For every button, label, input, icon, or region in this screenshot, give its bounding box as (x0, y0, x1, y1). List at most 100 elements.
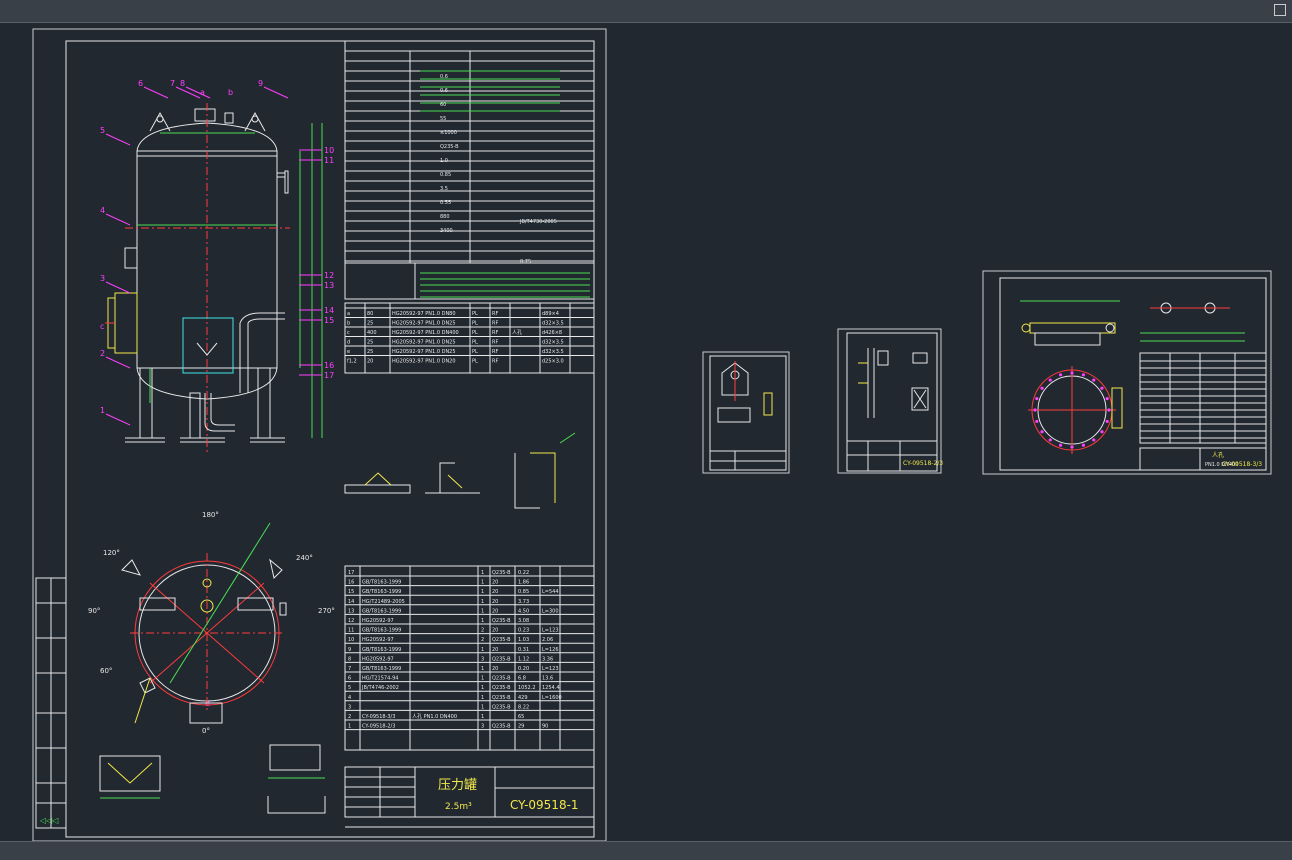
parts-cell: 1 (481, 647, 484, 653)
parts-cell: 20 (492, 589, 498, 595)
nozzle-cell: PL (472, 311, 478, 317)
nozzle-cell: RF (492, 311, 498, 317)
detail-3-title: 人孔 (1212, 451, 1224, 459)
design-value-pressure_2: 0.6 (440, 88, 448, 94)
parts-cell: 20 (492, 599, 498, 605)
design-value-area: 3.5 (440, 186, 448, 192)
nozzle-cell: RF (492, 349, 498, 355)
parts-cell: 3.73 (518, 599, 529, 605)
detail-sheet-2[interactable]: CY-09518-2/3 (837, 328, 943, 474)
parts-cell: 1 (481, 676, 484, 682)
nozzle-cell: c (347, 330, 350, 336)
nozzle-cell: HG20592-97 PN1.0 DN25 (392, 340, 456, 346)
parts-cell: 2.06 (542, 637, 553, 643)
detail-sheet-3[interactable]: 人孔 PN1.0 DN400 CY-09518-3/3 (982, 270, 1272, 475)
parts-cell: L=123 (542, 666, 559, 672)
parts-cell: GB/T8163-1999 (362, 666, 401, 672)
parts-cell: Q235-B (492, 695, 511, 701)
parts-cell: 2 (481, 637, 484, 643)
parts-cell: L=300 (542, 608, 559, 614)
design-value-weld_coeff: 0.85 (440, 172, 451, 178)
nozzle-cell: 400 (367, 330, 377, 336)
design-value-weight_1: 880 (440, 214, 450, 220)
weld-details (344, 432, 576, 509)
parts-cell: 1 (481, 618, 484, 624)
parts-cell: 15 (348, 589, 354, 595)
callout-1: 1 (100, 406, 105, 415)
design-value-standard_ref: JB/T4730-2005 (519, 219, 557, 225)
callout-14: 14 (324, 306, 334, 315)
drawing-number: CY-09518-1 (510, 798, 579, 812)
nozzle-cell: 80 (367, 311, 373, 317)
design-value-volume: ≤1000 (440, 130, 457, 136)
nozzle-cell: d426×8 (542, 330, 562, 336)
parts-cell: L=123 (542, 628, 559, 634)
angle-label: 0° (202, 727, 210, 735)
bottom-status-bar (0, 841, 1292, 860)
nozzle-cell: HG20592-97 PN1.0 DN20 (392, 359, 456, 365)
parts-cell: 20 (492, 647, 498, 653)
parts-cell: 6.8 (518, 676, 526, 682)
parts-cell: JB/T4746-2002 (361, 685, 399, 691)
parts-cell: 2 (481, 628, 484, 634)
parts-cell: HG20592-97 (362, 637, 394, 643)
callout-4: 4 (100, 206, 105, 215)
parts-cell: 1 (481, 589, 484, 595)
nozzle-cell: e (347, 349, 350, 355)
spec-tables: 0.60.66055≤1000Q235-B1.00.853.50.5588034… (344, 40, 595, 300)
parts-cell: 1 (348, 724, 351, 730)
nozzle-cell: RF (492, 330, 498, 336)
angle-label: 180° (202, 511, 219, 519)
parts-cell: 1 (481, 666, 484, 672)
nozzle-letter-a: a (200, 88, 205, 97)
triangle-marks: ◁◁◁ (39, 816, 58, 825)
callout-15: 15 (324, 316, 334, 325)
callout-5: 5 (100, 126, 105, 135)
drawing-title: 压力罐 (438, 778, 477, 793)
nozzle-cell: 25 (367, 321, 373, 327)
parts-cell: 90 (542, 724, 548, 730)
parts-cell: 13.6 (542, 676, 553, 682)
main-sheet: ◁◁◁ (32, 28, 607, 842)
parts-cell: 9 (348, 647, 351, 653)
cad-canvas[interactable]: ◁◁◁ (0, 23, 1292, 842)
nozzle-cell: 人孔 (512, 329, 522, 336)
parts-cell: 429 (518, 695, 528, 701)
detail-sheet-1[interactable] (702, 351, 790, 474)
maximize-icon[interactable] (1274, 4, 1286, 16)
parts-cell: 17 (348, 570, 354, 576)
callout-9: 9 (258, 79, 263, 88)
callout-2: 2 (100, 349, 105, 358)
callout-16: 16 (324, 361, 334, 370)
nozzle-cell: 20 (367, 359, 373, 365)
parts-cell: 4 (348, 695, 351, 701)
parts-cell: 20 (492, 666, 498, 672)
callout-12: 12 (324, 271, 334, 280)
parts-cell: 0.23 (518, 628, 529, 634)
drawing-viewport[interactable]: ◁◁◁ (0, 23, 1292, 842)
nozzle-cell: PL (472, 359, 478, 365)
parts-cell: 10 (348, 637, 354, 643)
design-value-ratio: 0.75 (520, 259, 531, 265)
parts-cell: 3.36 (542, 656, 553, 662)
parts-cell: 5 (348, 685, 351, 691)
parts-cell: 1254.4 (542, 685, 560, 691)
top-toolbar (0, 0, 1292, 23)
parts-cell: 12 (348, 618, 354, 624)
parts-cell: 65 (518, 714, 524, 720)
parts-cell: GB/T8163-1999 (362, 628, 401, 634)
nozzle-cell: PL (472, 330, 478, 336)
callout-13: 13 (324, 281, 334, 290)
